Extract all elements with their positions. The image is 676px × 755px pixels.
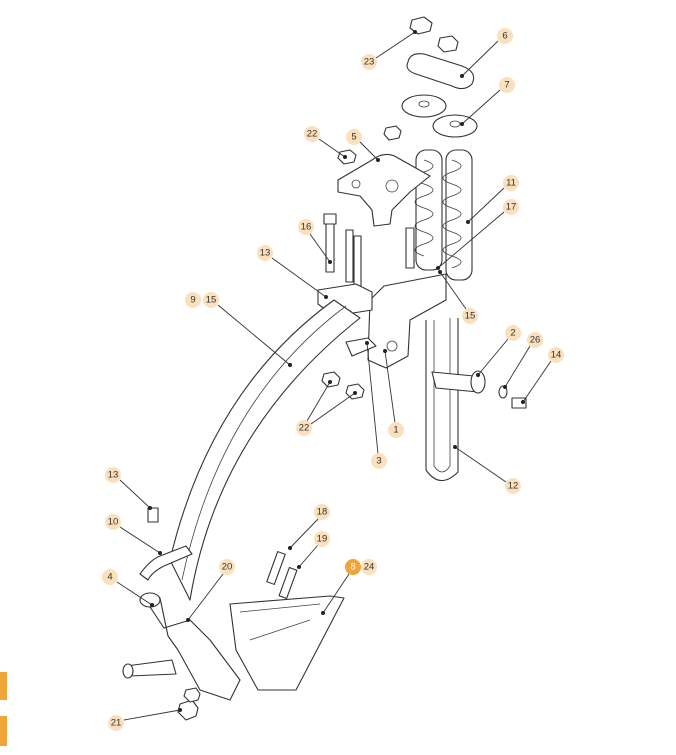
callouts: 23 6 7 22 5 11 17 16 13 9 15 15 2 26 14 … <box>102 28 564 731</box>
u-bolt-12 <box>425 318 459 482</box>
washer-7b <box>432 114 478 138</box>
bolt-16a-head <box>323 213 337 225</box>
callout-label: 6 <box>502 31 507 42</box>
callout-label: 20 <box>222 562 233 573</box>
plate-hole <box>351 179 361 189</box>
callout-label: 7 <box>504 80 509 91</box>
spring-11 <box>442 149 473 281</box>
nut-22b <box>321 371 341 388</box>
callout-label: 17 <box>506 202 517 213</box>
plate-hole <box>385 179 399 193</box>
callout-14[interactable]: 14 <box>548 347 564 363</box>
bolt-18 <box>266 551 286 585</box>
callout-9[interactable]: 9 <box>185 292 201 308</box>
callout-20[interactable]: 20 <box>219 559 235 575</box>
bolt-16a <box>325 221 335 273</box>
bolt-19 <box>278 566 298 600</box>
callout-label: 15 <box>465 311 476 322</box>
side-tube-end <box>122 663 134 679</box>
callout-label: 22 <box>307 129 318 140</box>
callout-15-right[interactable]: 15 <box>462 308 478 324</box>
callout-label: 22 <box>299 423 310 434</box>
top-plate-5 <box>337 153 431 227</box>
callout-label: 16 <box>301 222 312 233</box>
u-bolt-inner <box>433 318 451 473</box>
callout-13-lower[interactable]: 13 <box>105 467 121 483</box>
washer-hole <box>418 100 430 108</box>
callout-22[interactable]: 22 <box>304 126 320 142</box>
callout-23[interactable]: 23 <box>361 54 377 70</box>
callout-21[interactable]: 21 <box>108 715 124 731</box>
callout-label: 21 <box>111 718 122 729</box>
callout-3[interactable]: 3 <box>371 453 387 469</box>
part-drawings <box>122 16 527 721</box>
side-tube <box>125 659 177 677</box>
spring-17 <box>414 149 443 271</box>
callout-label: 2 <box>510 328 515 339</box>
side-tab-marker[interactable] <box>0 716 7 746</box>
callout-26[interactable]: 26 <box>527 332 543 348</box>
callout-7[interactable]: 7 <box>499 77 515 93</box>
callout-22-lower[interactable]: 22 <box>296 420 312 436</box>
callout-24[interactable]: 24 <box>361 559 377 575</box>
callout-19[interactable]: 19 <box>314 531 330 547</box>
pin-2-head <box>470 370 486 394</box>
bracket-10 <box>139 545 193 581</box>
callout-15[interactable]: 15 <box>203 292 219 308</box>
callout-1[interactable]: 1 <box>388 422 404 438</box>
callout-label: 26 <box>530 335 541 346</box>
callout-label: 23 <box>364 57 375 68</box>
bolt-14 <box>511 397 527 409</box>
side-tab-marker[interactable] <box>0 672 7 700</box>
callout-18[interactable]: 18 <box>314 504 330 520</box>
callout-17[interactable]: 17 <box>503 199 519 215</box>
nut-top <box>437 35 459 53</box>
callout-label: 24 <box>364 562 375 573</box>
callout-13[interactable]: 13 <box>257 245 273 261</box>
bolt-16b <box>345 229 354 283</box>
callout-10[interactable]: 10 <box>105 514 121 530</box>
callout-11[interactable]: 11 <box>503 175 519 191</box>
callout-label: 3 <box>376 456 381 467</box>
nut-21b <box>183 687 201 703</box>
washer-7a <box>401 94 447 118</box>
callout-16[interactable]: 16 <box>298 219 314 235</box>
stud <box>405 227 415 269</box>
stud <box>353 235 362 287</box>
tine-4-tube <box>139 592 161 608</box>
link-plate-6 <box>406 53 475 90</box>
callout-label: 19 <box>317 534 328 545</box>
callout-label: 11 <box>506 178 516 189</box>
shovel-24 <box>229 595 345 691</box>
callout-label: 13 <box>260 248 271 259</box>
callout-label: 13 <box>108 470 119 481</box>
callout-label: 9 <box>190 295 195 306</box>
callout-label: 8 <box>350 562 355 573</box>
callout-label: 4 <box>107 572 112 583</box>
shank-9 <box>169 299 361 601</box>
callout-label: 15 <box>206 295 217 306</box>
callout-4[interactable]: 4 <box>102 569 118 585</box>
bolt-13b <box>147 507 159 523</box>
shank-edge <box>181 305 347 581</box>
callout-12[interactable]: 12 <box>505 478 521 494</box>
shovel-detail <box>239 603 321 641</box>
nut-small <box>383 125 402 141</box>
callout-label: 10 <box>108 517 119 528</box>
callout-label: 5 <box>351 132 356 143</box>
callout-label: 14 <box>551 350 562 361</box>
callout-label: 1 <box>393 425 398 436</box>
callout-5[interactable]: 5 <box>346 129 362 145</box>
callout-6[interactable]: 6 <box>497 28 513 44</box>
leader-lines <box>116 30 552 721</box>
callout-label: 18 <box>317 507 328 518</box>
callout-8-highlighted[interactable]: 8 <box>345 559 361 575</box>
tine-4 <box>143 593 241 701</box>
callout-label: 12 <box>508 481 519 492</box>
bracket-hole <box>386 340 398 352</box>
callout-2[interactable]: 2 <box>505 325 521 341</box>
nut-23 <box>409 16 433 35</box>
